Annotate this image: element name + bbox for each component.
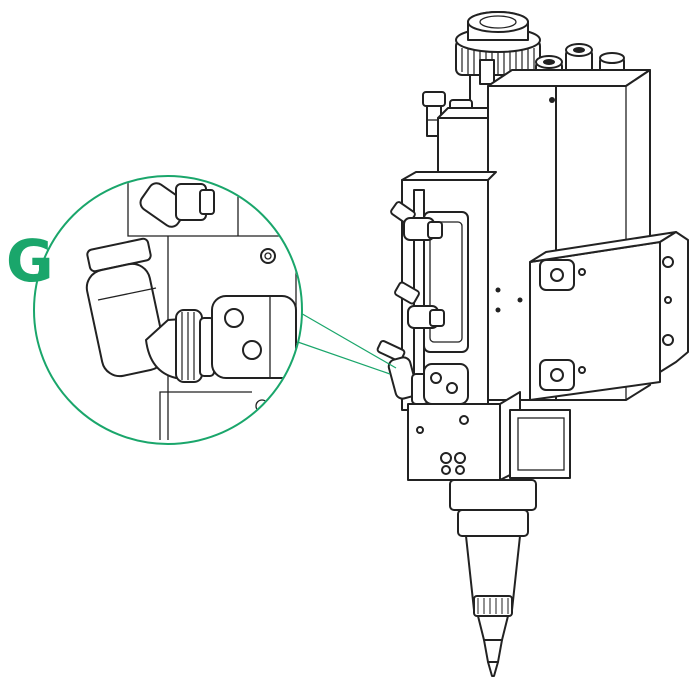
- magnifier-circle: [33, 175, 303, 445]
- fitting-g-small: [376, 340, 469, 405]
- callout-label: G: [6, 227, 54, 295]
- side-bracket: [529, 231, 689, 401]
- cutting-head-body: [376, 11, 689, 677]
- nozzle-assembly: [449, 479, 537, 677]
- magnified-fitting-detail: [85, 178, 300, 440]
- lower-block: [407, 391, 571, 481]
- callout-leader: [291, 307, 397, 375]
- side-fittings: [390, 201, 445, 329]
